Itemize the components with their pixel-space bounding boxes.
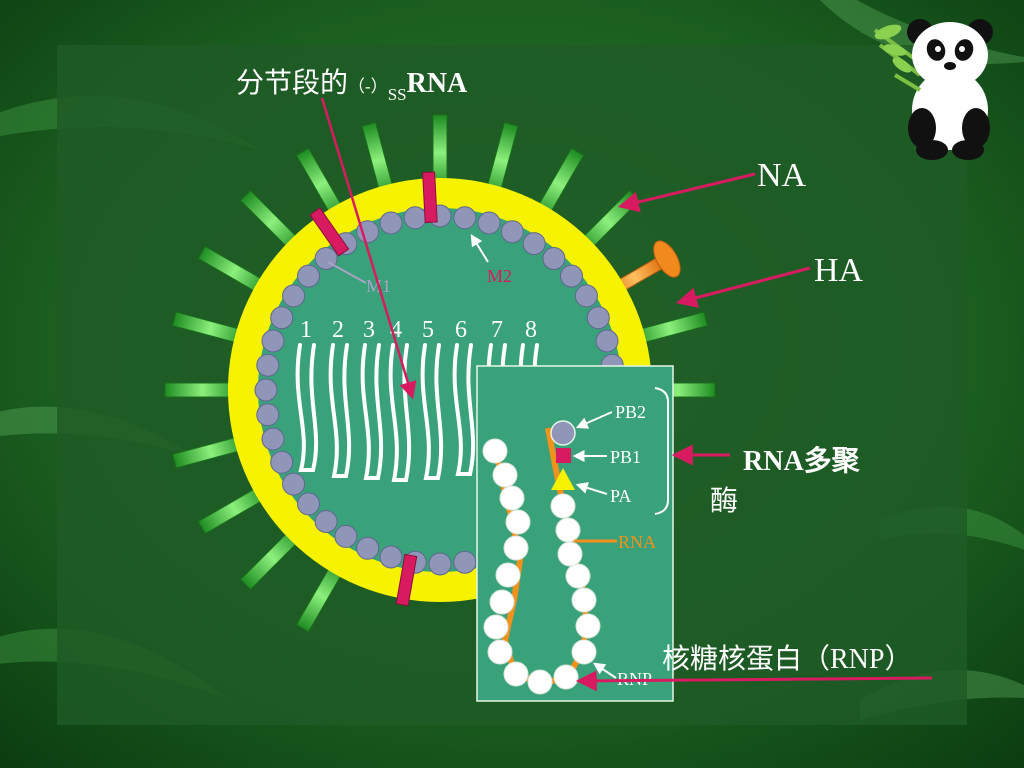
m1-bead bbox=[314, 510, 338, 533]
pa-pointer bbox=[575, 482, 608, 495]
np-bead bbox=[527, 669, 553, 695]
m1-bead bbox=[574, 284, 598, 308]
m1-bead bbox=[256, 403, 280, 427]
rna-segment-loop bbox=[360, 343, 384, 480]
callout-arrows bbox=[320, 97, 933, 692]
m2-channel bbox=[309, 207, 350, 257]
ha-label: HA bbox=[814, 252, 864, 289]
segment-numbers: 1 2 3 4 5 6 7 8 bbox=[300, 317, 537, 343]
m1-bead bbox=[254, 378, 278, 402]
segment-number-3: 3 bbox=[363, 317, 375, 343]
title-prefix: 分节段的 bbox=[236, 67, 348, 99]
title-sub: SS bbox=[388, 85, 407, 104]
pb2-subunit bbox=[550, 420, 576, 446]
m1-bead bbox=[500, 220, 524, 244]
rna-segment-loop bbox=[420, 343, 444, 480]
m1-bead bbox=[379, 211, 403, 235]
m2-channels bbox=[309, 171, 438, 607]
m1-bead bbox=[356, 220, 380, 244]
rnp-inset: PB2 PB1 PA RNA RNP bbox=[476, 365, 674, 702]
rna-segment-loop bbox=[328, 343, 352, 478]
nucleoprotein-beads bbox=[482, 438, 601, 695]
m1-bead bbox=[356, 536, 380, 560]
np-bead bbox=[503, 661, 529, 687]
pb1-label: PB1 bbox=[610, 447, 641, 467]
title-paren: （-） bbox=[348, 77, 388, 96]
m1-bead bbox=[453, 206, 477, 230]
m1-bead bbox=[379, 545, 403, 569]
np-bead bbox=[499, 485, 525, 511]
polymerase-bracket bbox=[654, 387, 669, 515]
segment-number-7: 7 bbox=[491, 317, 503, 343]
title-suffix: RNA bbox=[407, 68, 468, 99]
rna-segment-loop bbox=[295, 343, 319, 472]
np-bead bbox=[565, 563, 591, 589]
polymerase-label-line2: 酶 bbox=[710, 485, 738, 517]
m1-bead bbox=[522, 232, 546, 256]
m1-bead bbox=[261, 427, 285, 451]
segment-number-5: 5 bbox=[422, 317, 434, 343]
np-bead bbox=[482, 438, 508, 464]
m1-bead bbox=[428, 552, 452, 576]
np-bead bbox=[571, 587, 597, 613]
np-bead bbox=[505, 509, 531, 535]
polymerase-label-line1: RNA多聚 bbox=[743, 445, 861, 477]
m1-bead bbox=[477, 211, 501, 235]
segment-number-6: 6 bbox=[455, 317, 467, 343]
np-bead bbox=[553, 664, 579, 690]
m1-bead bbox=[282, 284, 306, 308]
m1-bead bbox=[334, 524, 358, 548]
np-bead bbox=[492, 462, 518, 488]
panda-mascot-icon bbox=[873, 19, 993, 160]
m1-bead bbox=[403, 206, 427, 230]
np-bead bbox=[555, 517, 581, 543]
pa-subunit bbox=[551, 468, 575, 490]
rnp-caption: 核糖核蛋白（RNP） bbox=[662, 643, 912, 675]
np-bead bbox=[489, 589, 515, 615]
rna-title-arrow bbox=[320, 97, 417, 400]
segmented-rna-title: 分节段的（-）SSRNA bbox=[236, 67, 468, 104]
m2-channel bbox=[395, 553, 418, 607]
rnp-arrow bbox=[575, 670, 933, 692]
m1-bead bbox=[586, 306, 610, 330]
np-bead bbox=[483, 614, 509, 640]
m1-bead bbox=[270, 306, 294, 330]
np-bead bbox=[550, 493, 576, 519]
m1-bead bbox=[560, 264, 583, 288]
ha-arrow bbox=[675, 266, 811, 308]
pa-label: PA bbox=[610, 486, 631, 506]
segment-number-1: 1 bbox=[300, 317, 312, 343]
m1-bead bbox=[297, 492, 320, 516]
np-bead bbox=[557, 541, 583, 567]
np-bead bbox=[495, 562, 521, 588]
segment-number-8: 8 bbox=[525, 317, 537, 343]
rna-segment-loop bbox=[452, 343, 476, 476]
na-label: NA bbox=[757, 157, 807, 194]
pb2-pointer bbox=[575, 411, 613, 429]
m1-bead bbox=[595, 329, 619, 353]
segment-number-2: 2 bbox=[332, 317, 344, 343]
pb2-label: PB2 bbox=[615, 402, 646, 422]
rnp-pointer bbox=[593, 662, 617, 679]
rna-label: RNA bbox=[618, 532, 656, 552]
m1-bead bbox=[453, 550, 477, 574]
m1-bead bbox=[542, 247, 566, 270]
np-bead bbox=[571, 639, 597, 665]
m1-pointer bbox=[327, 261, 367, 284]
m1-bead bbox=[270, 450, 294, 474]
m2-pointer bbox=[470, 233, 489, 263]
m1-bead bbox=[282, 472, 306, 496]
np-bead bbox=[487, 639, 513, 665]
m1-bead bbox=[256, 353, 280, 377]
np-bead bbox=[575, 613, 601, 639]
na-arrow bbox=[617, 172, 756, 213]
m1-bead bbox=[261, 329, 285, 353]
m2-channel bbox=[422, 171, 438, 224]
np-bead bbox=[503, 535, 529, 561]
rnp-label: RNP bbox=[617, 669, 652, 689]
pb1-subunit bbox=[556, 448, 571, 463]
m1-bead bbox=[297, 264, 320, 288]
m2-label: M2 bbox=[487, 266, 512, 286]
